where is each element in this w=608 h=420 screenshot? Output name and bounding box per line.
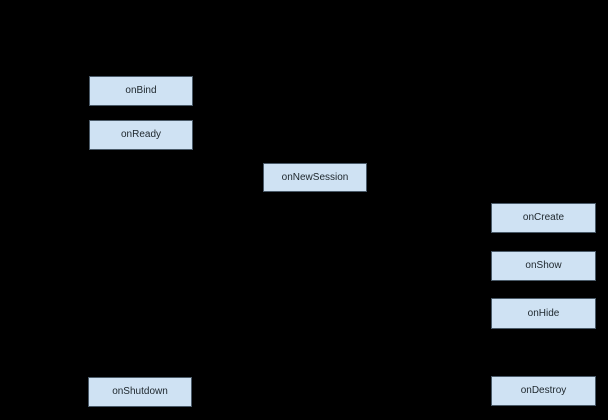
node-onready: onReady	[89, 120, 193, 150]
node-onhide: onHide	[491, 298, 596, 329]
node-ondestroy: onDestroy	[491, 376, 596, 406]
node-oncreate: onCreate	[491, 203, 596, 233]
node-onshutdown: onShutdown	[88, 377, 192, 407]
node-onshow: onShow	[491, 251, 596, 281]
node-onnewsession: onNewSession	[263, 163, 367, 192]
node-onbind: onBind	[89, 76, 193, 106]
